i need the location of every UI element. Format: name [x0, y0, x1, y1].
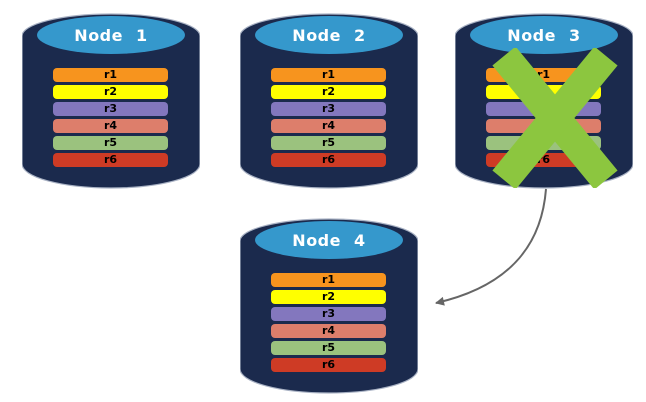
record-bar-r1: r1	[271, 68, 386, 82]
node-4: Node 4 r1 r2 r3 r4 r5 r6	[240, 213, 418, 395]
failure-x-icon	[492, 48, 618, 188]
record-bar-r4: r4	[271, 119, 386, 133]
node-3: Node 3 r1 r2 r3 r4 r5 r6	[455, 8, 633, 190]
record-bar-r6: r6	[271, 153, 386, 167]
record-bar-r5: r5	[53, 136, 168, 150]
record-bar-r3: r3	[271, 102, 386, 116]
record-list: r1 r2 r3 r4 r5 r6	[271, 68, 386, 167]
node-title: Node 4	[292, 231, 366, 250]
record-bar-r2: r2	[271, 290, 386, 304]
node-1: Node 1 r1 r2 r3 r4 r5 r6	[22, 8, 200, 190]
node-title: Node 1	[74, 26, 148, 45]
record-bar-r4: r4	[271, 324, 386, 338]
record-list: r1 r2 r3 r4 r5 r6	[53, 68, 168, 167]
record-bar-r5: r5	[271, 136, 386, 150]
node-title: Node 2	[292, 26, 366, 45]
record-bar-r6: r6	[271, 358, 386, 372]
failover-arrow-node3-to-node4	[435, 188, 547, 306]
node-2: Node 2 r1 r2 r3 r4 r5 r6	[240, 8, 418, 190]
record-bar-r1: r1	[271, 273, 386, 287]
record-list: r1 r2 r3 r4 r5 r6	[271, 273, 386, 372]
record-bar-r2: r2	[53, 85, 168, 99]
record-bar-r2: r2	[271, 85, 386, 99]
record-bar-r5: r5	[271, 341, 386, 355]
record-bar-r4: r4	[53, 119, 168, 133]
record-bar-r6: r6	[53, 153, 168, 167]
record-bar-r1: r1	[53, 68, 168, 82]
record-bar-r3: r3	[53, 102, 168, 116]
record-bar-r3: r3	[271, 307, 386, 321]
node-title: Node 3	[507, 26, 581, 45]
